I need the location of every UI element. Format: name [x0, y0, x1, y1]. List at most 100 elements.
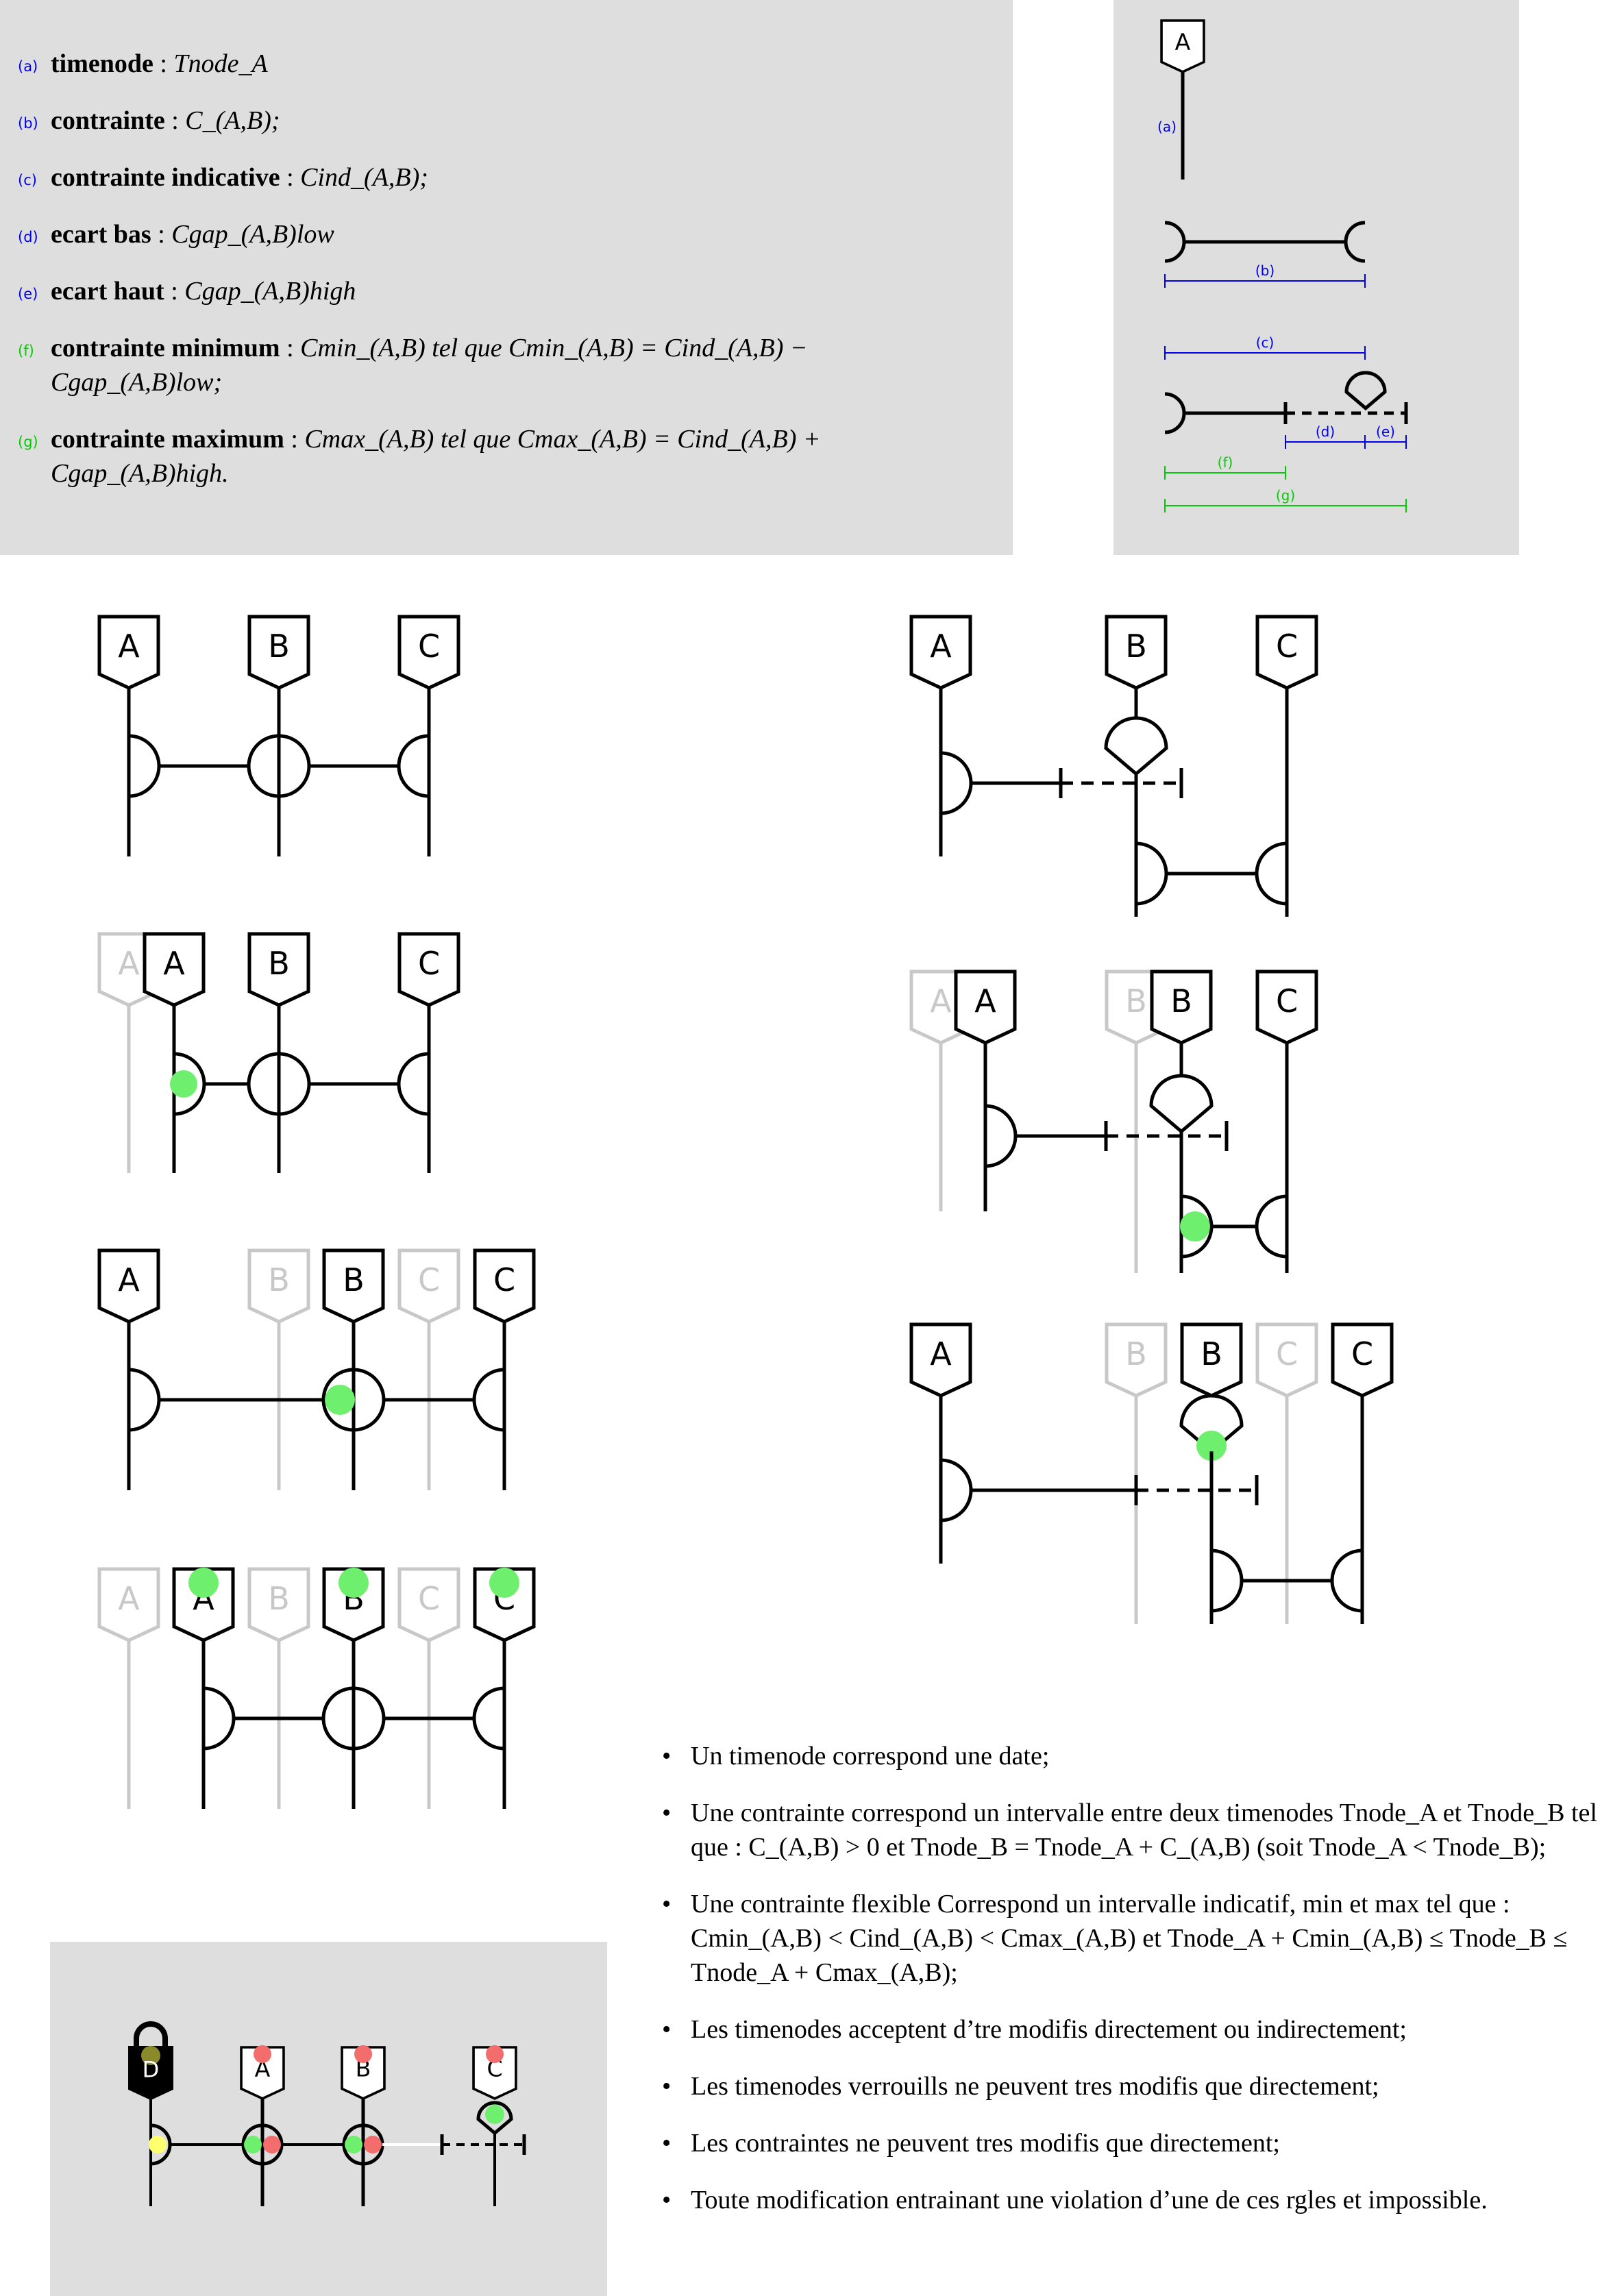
ghost-timenode-a-label: A	[930, 983, 952, 1020]
definition-term: ecart haut	[51, 277, 164, 306]
highlight-dot	[1180, 1211, 1210, 1242]
ghost-timenode-b-label: B	[1125, 1335, 1147, 1372]
timenode-a-marker	[172, 1567, 235, 1642]
label-d: (d)	[1316, 423, 1335, 440]
timenode-b-label: B	[268, 945, 290, 982]
ghost-timenode-b-label: B	[268, 1261, 290, 1298]
constraint-endpoint	[985, 1104, 1018, 1168]
highlight-dot	[325, 1385, 355, 1415]
flexible-constraint-cap	[476, 2101, 513, 2136]
timenode-b-marker	[1180, 1322, 1243, 1398]
ghost-timenode-c-marker	[1255, 1322, 1318, 1398]
timenode-c-marker	[472, 2046, 517, 2100]
highlight-dot	[244, 2136, 262, 2153]
flexible-constraint-cap	[1149, 1074, 1214, 1134]
highlight-dot	[345, 2136, 362, 2153]
timenode-b-marker	[1105, 615, 1168, 690]
ghost-timenode-b-marker	[247, 1248, 310, 1324]
ghost-timenode-c-label: C	[418, 1261, 440, 1298]
definition-tag: (d)	[18, 229, 38, 245]
rule-item: Un timenode correspond une date;	[651, 1739, 1600, 1773]
timenode-c-marker	[1331, 1322, 1394, 1398]
ghost-timenode-c-label: C	[418, 1580, 440, 1617]
ghost-timenode-b-label: B	[1125, 983, 1147, 1020]
definition-tag: (a)	[18, 58, 38, 75]
constraint-endpoint	[397, 1052, 430, 1116]
definition-term: timenode	[51, 49, 153, 78]
definition-formula: Cmax_(A,B) tel que Cmax_(A,B) = Cind_(A,…	[51, 425, 821, 488]
ghost-timenode-b-marker	[247, 1567, 310, 1642]
sample-start-cap	[1164, 221, 1186, 263]
timenode-a-label: A	[118, 628, 140, 665]
ghost-timenode-a-label: A	[118, 945, 140, 982]
timenode-a-label: A	[974, 983, 996, 1020]
definition-list: (a) timenode : Tnode_A (b) contrainte : …	[18, 47, 977, 513]
constraint-endpoint	[1211, 1548, 1244, 1613]
ghost-timenode-c-marker	[397, 1567, 460, 1642]
definition-formula: Cind_(A,B);	[300, 163, 428, 192]
timenode-a-marker	[954, 970, 1017, 1045]
label-a: (a)	[1157, 119, 1177, 135]
definition-item: (a) timenode : Tnode_A	[18, 47, 977, 81]
timenode-a-label: A	[930, 1335, 952, 1372]
highlight-dot	[188, 1568, 219, 1598]
timenode-c-marker	[473, 1567, 536, 1642]
timenode-b-marker	[322, 1567, 385, 1642]
definition-term: contrainte maximum	[51, 425, 284, 454]
definition-tag: (g)	[18, 434, 38, 450]
timenode-a-marker	[909, 615, 972, 690]
locked-timenode-d-marker	[128, 2046, 173, 2101]
definition-formula: Cgap_(A,B)high	[184, 277, 356, 306]
highlight-dot	[1196, 1431, 1227, 1461]
constraint-endpoint	[1135, 841, 1168, 906]
highlight-dot	[489, 1568, 519, 1598]
definition-item: (b) contrainte : C_(A,B);	[18, 103, 977, 138]
ghost-timenode-b-marker	[1105, 1322, 1168, 1398]
timenode-b-marker	[247, 932, 310, 1007]
timenode-c-label: C	[1276, 983, 1298, 1020]
definition-formula: Cmin_(A,B) tel que Cmin_(A,B) = Cind_(A,…	[51, 334, 808, 397]
constraint-endpoint	[472, 1686, 505, 1751]
label-c: (c)	[1256, 334, 1275, 351]
definition-term: ecart bas	[51, 220, 151, 249]
rule-item: Une contrainte correspond un intervalle …	[651, 1796, 1600, 1864]
constraint-endpoint	[203, 1686, 236, 1751]
timenode-c-label: C	[1276, 628, 1298, 665]
sample-flex-start-cap	[1164, 392, 1186, 434]
label-g: (g)	[1276, 487, 1295, 504]
constraint-endpoint	[940, 1458, 973, 1522]
definition-term: contrainte minimum	[51, 334, 280, 362]
definition-formula: Cgap_(A,B)low	[171, 220, 334, 249]
ghost-timenode-b-label: B	[268, 1580, 290, 1617]
highlight-dot	[339, 1568, 369, 1598]
timenode-c-marker	[1255, 615, 1318, 690]
constraint-endpoint	[128, 734, 161, 798]
timenode-b-label: B	[343, 1261, 365, 1298]
violation-dot	[254, 2045, 271, 2063]
constraint-endpoint	[397, 734, 430, 798]
constraint-endpoint	[1255, 841, 1288, 906]
definition-term: contrainte indicative	[51, 163, 280, 192]
definition-item: (g) contrainte maximum : Cmax_(A,B) tel …	[18, 425, 821, 488]
constraint-endpoint	[128, 1368, 161, 1432]
timenode-b-label: B	[268, 628, 290, 665]
definition-tag: (f)	[18, 343, 34, 359]
timenode-b-marker	[247, 615, 310, 690]
timenode-c-marker	[397, 932, 460, 1007]
label-b: (b)	[1255, 262, 1275, 279]
label-e: (e)	[1376, 423, 1395, 440]
sample-end-cap	[1344, 221, 1366, 263]
timenode-c-label: C	[418, 628, 440, 665]
timenode-c-label: C	[493, 1261, 515, 1298]
timenode-a-label: A	[930, 628, 952, 665]
sample-flex-cap	[1344, 371, 1387, 411]
rule-item: Les timenodes acceptent d’tre modifis di…	[651, 2012, 1600, 2047]
timenode-a-marker	[909, 1322, 972, 1398]
definition-item: (f) contrainte minimum : Cmin_(A,B) tel …	[18, 334, 808, 397]
timenode-b-label: B	[1201, 1335, 1222, 1372]
rule-item: Les timenodes verrouills ne peuvent tres…	[651, 2069, 1600, 2103]
timenode-c-label: C	[1351, 1335, 1373, 1372]
constraint-endpoint	[940, 751, 973, 815]
sample-timenode-marker	[1160, 19, 1205, 73]
